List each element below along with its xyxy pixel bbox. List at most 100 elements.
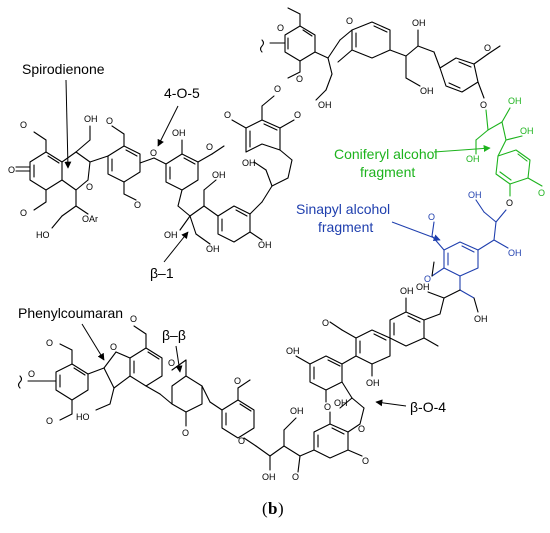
atom-oar-sp-7: OAr	[82, 214, 98, 224]
atom-oh-br-1: OH	[334, 398, 348, 408]
label-coniferyl-line2: fragment	[360, 164, 415, 180]
right-middle-chain	[389, 261, 479, 347]
atom-oh-bi-3: OH	[286, 346, 300, 356]
atom-o-cc-4: O	[294, 110, 301, 120]
atom-ho-sp-6: HO	[36, 230, 50, 240]
label-four-o-five: 4-O-5	[164, 85, 200, 101]
label-phenylcoumaran: Phenylcoumaran	[18, 305, 123, 321]
atom-o-bb-2: O	[182, 428, 189, 438]
atom-oh-bl-1: OH	[290, 406, 304, 416]
bottom-left-syringyl-ring	[17, 343, 89, 421]
phenylcoumaran-unit	[87, 325, 163, 411]
atom-o-top-6: O	[484, 43, 491, 53]
coniferyl-fragment	[475, 107, 543, 197]
atom-oh-blue-3: OH	[468, 190, 482, 200]
arrow-coniferyl	[433, 144, 491, 153]
caption-letter: b	[268, 499, 277, 518]
atom-oh-green-2: OH	[520, 126, 534, 136]
atom-o-45-3: O	[150, 148, 157, 158]
atom-o-benzofuran: O	[346, 16, 353, 26]
top-benzofuran	[315, 21, 407, 101]
arrow-sinapyl	[391, 221, 441, 242]
atom-oh-green-3: OH	[466, 154, 480, 164]
atom-o-cc-2: O	[274, 84, 281, 94]
atom-o-45-5: O	[206, 142, 213, 152]
atom-o-top-7: O	[480, 100, 487, 110]
atom-oh-b1-3: OH	[206, 244, 220, 254]
bottom-right-chain	[297, 381, 365, 473]
atom-oh-bl-2: OH	[262, 472, 276, 482]
atom-o-pc-1: O	[130, 314, 137, 324]
atom-o-blue-2: O	[424, 274, 431, 284]
atom-o-br-2: O	[358, 424, 365, 434]
atom-o-cc-3: O	[224, 110, 231, 120]
atom-oh-top-3: OH	[318, 100, 332, 110]
atom-o-top-2: O	[296, 74, 303, 84]
caption-close: )	[278, 499, 284, 518]
label-beta-o-4: β-O-4	[410, 399, 446, 415]
bottom-guaiacyl-ring	[209, 379, 255, 439]
four-o-five-unit	[107, 125, 225, 207]
atom-oh-cc-1: OH	[242, 158, 256, 168]
top-guaiacyl-ring	[439, 45, 501, 99]
caption-open: (	[262, 499, 268, 518]
sinapyl-fragment	[431, 199, 509, 299]
atom-o-sp-5: O	[86, 182, 93, 192]
atom-oh-b1-1: OH	[164, 230, 178, 240]
biphenyl-unit	[295, 321, 391, 403]
atom-o-45-1: O	[106, 116, 113, 126]
spirodienone-unit	[15, 125, 109, 229]
arrow-beta-beta	[175, 345, 183, 373]
arrow-beta-one	[163, 231, 189, 263]
atom-oh-green-1: OH	[508, 96, 522, 106]
atom-oh-bi-2: OH	[366, 378, 380, 388]
atom-o-bi-1: O	[322, 318, 329, 328]
atom-oh-sp-4: OH	[84, 114, 98, 124]
top-propyl-chain	[405, 29, 441, 87]
atom-oh-top-4: OH	[412, 18, 426, 28]
atom-oh-b1-4: OH	[258, 240, 272, 250]
atom-o-br-4: O	[324, 402, 331, 412]
atom-oh-top-5: OH	[420, 86, 434, 96]
atom-o-bl-4: O	[238, 436, 245, 446]
arrow-four-o-five	[157, 105, 179, 147]
atom-oh-blue-4: OH	[508, 248, 522, 258]
label-sinapyl-line2: fragment	[318, 219, 373, 235]
atom-o-bb-1: O	[168, 358, 175, 368]
atom-oh-45-4: OH	[172, 128, 186, 138]
label-sinapyl-line1: Sinapyl alcohol	[296, 201, 390, 217]
label-coniferyl-line1: Coniferyl alcohol	[334, 146, 438, 162]
atom-o-sp-3: O	[20, 208, 27, 218]
atom-o-bg-1: O	[234, 376, 241, 386]
label-beta-one: β–1	[150, 265, 174, 281]
atom-oh-rm-2: OH	[474, 314, 488, 324]
atom-o-bl-3: O	[292, 472, 299, 482]
atom-o-sp-2: O	[20, 120, 27, 130]
atom-o-top-1: O	[277, 23, 284, 33]
atom-o-sp-1: O	[8, 165, 15, 175]
atom-oh-rm-3: OH	[400, 286, 414, 296]
atom-oh-b1-2: OH	[212, 170, 226, 180]
atom-o-green-4: O	[538, 188, 545, 198]
atom-o-pc-2: O	[110, 342, 117, 352]
atom-o-bls-1: O	[46, 338, 53, 348]
central-connector	[231, 95, 295, 203]
arrow-spirodienone	[64, 79, 72, 169]
atom-o-bls-2: O	[46, 416, 53, 426]
atom-o-bls-3: O	[28, 369, 35, 379]
label-spirodienone: Spirodienone	[22, 61, 105, 77]
label-beta-beta: β–β	[162, 327, 186, 343]
arrow-phenylcoumaran	[81, 323, 105, 361]
atom-o-link-cs: O	[506, 198, 513, 208]
atom-ho-pc-3: HO	[76, 412, 90, 422]
arrow-beta-o-4	[375, 399, 407, 407]
atom-o-br-3: O	[362, 456, 369, 466]
beta-one-unit	[177, 179, 263, 245]
atom-o-blue-1: O	[428, 212, 435, 222]
atom-oh-rm-1: OH	[416, 282, 430, 292]
atom-o-45-2: O	[134, 200, 141, 210]
beta-beta-resinol	[145, 359, 211, 427]
bottom-linkage	[243, 417, 301, 471]
top-syringyl-ring	[259, 7, 329, 79]
